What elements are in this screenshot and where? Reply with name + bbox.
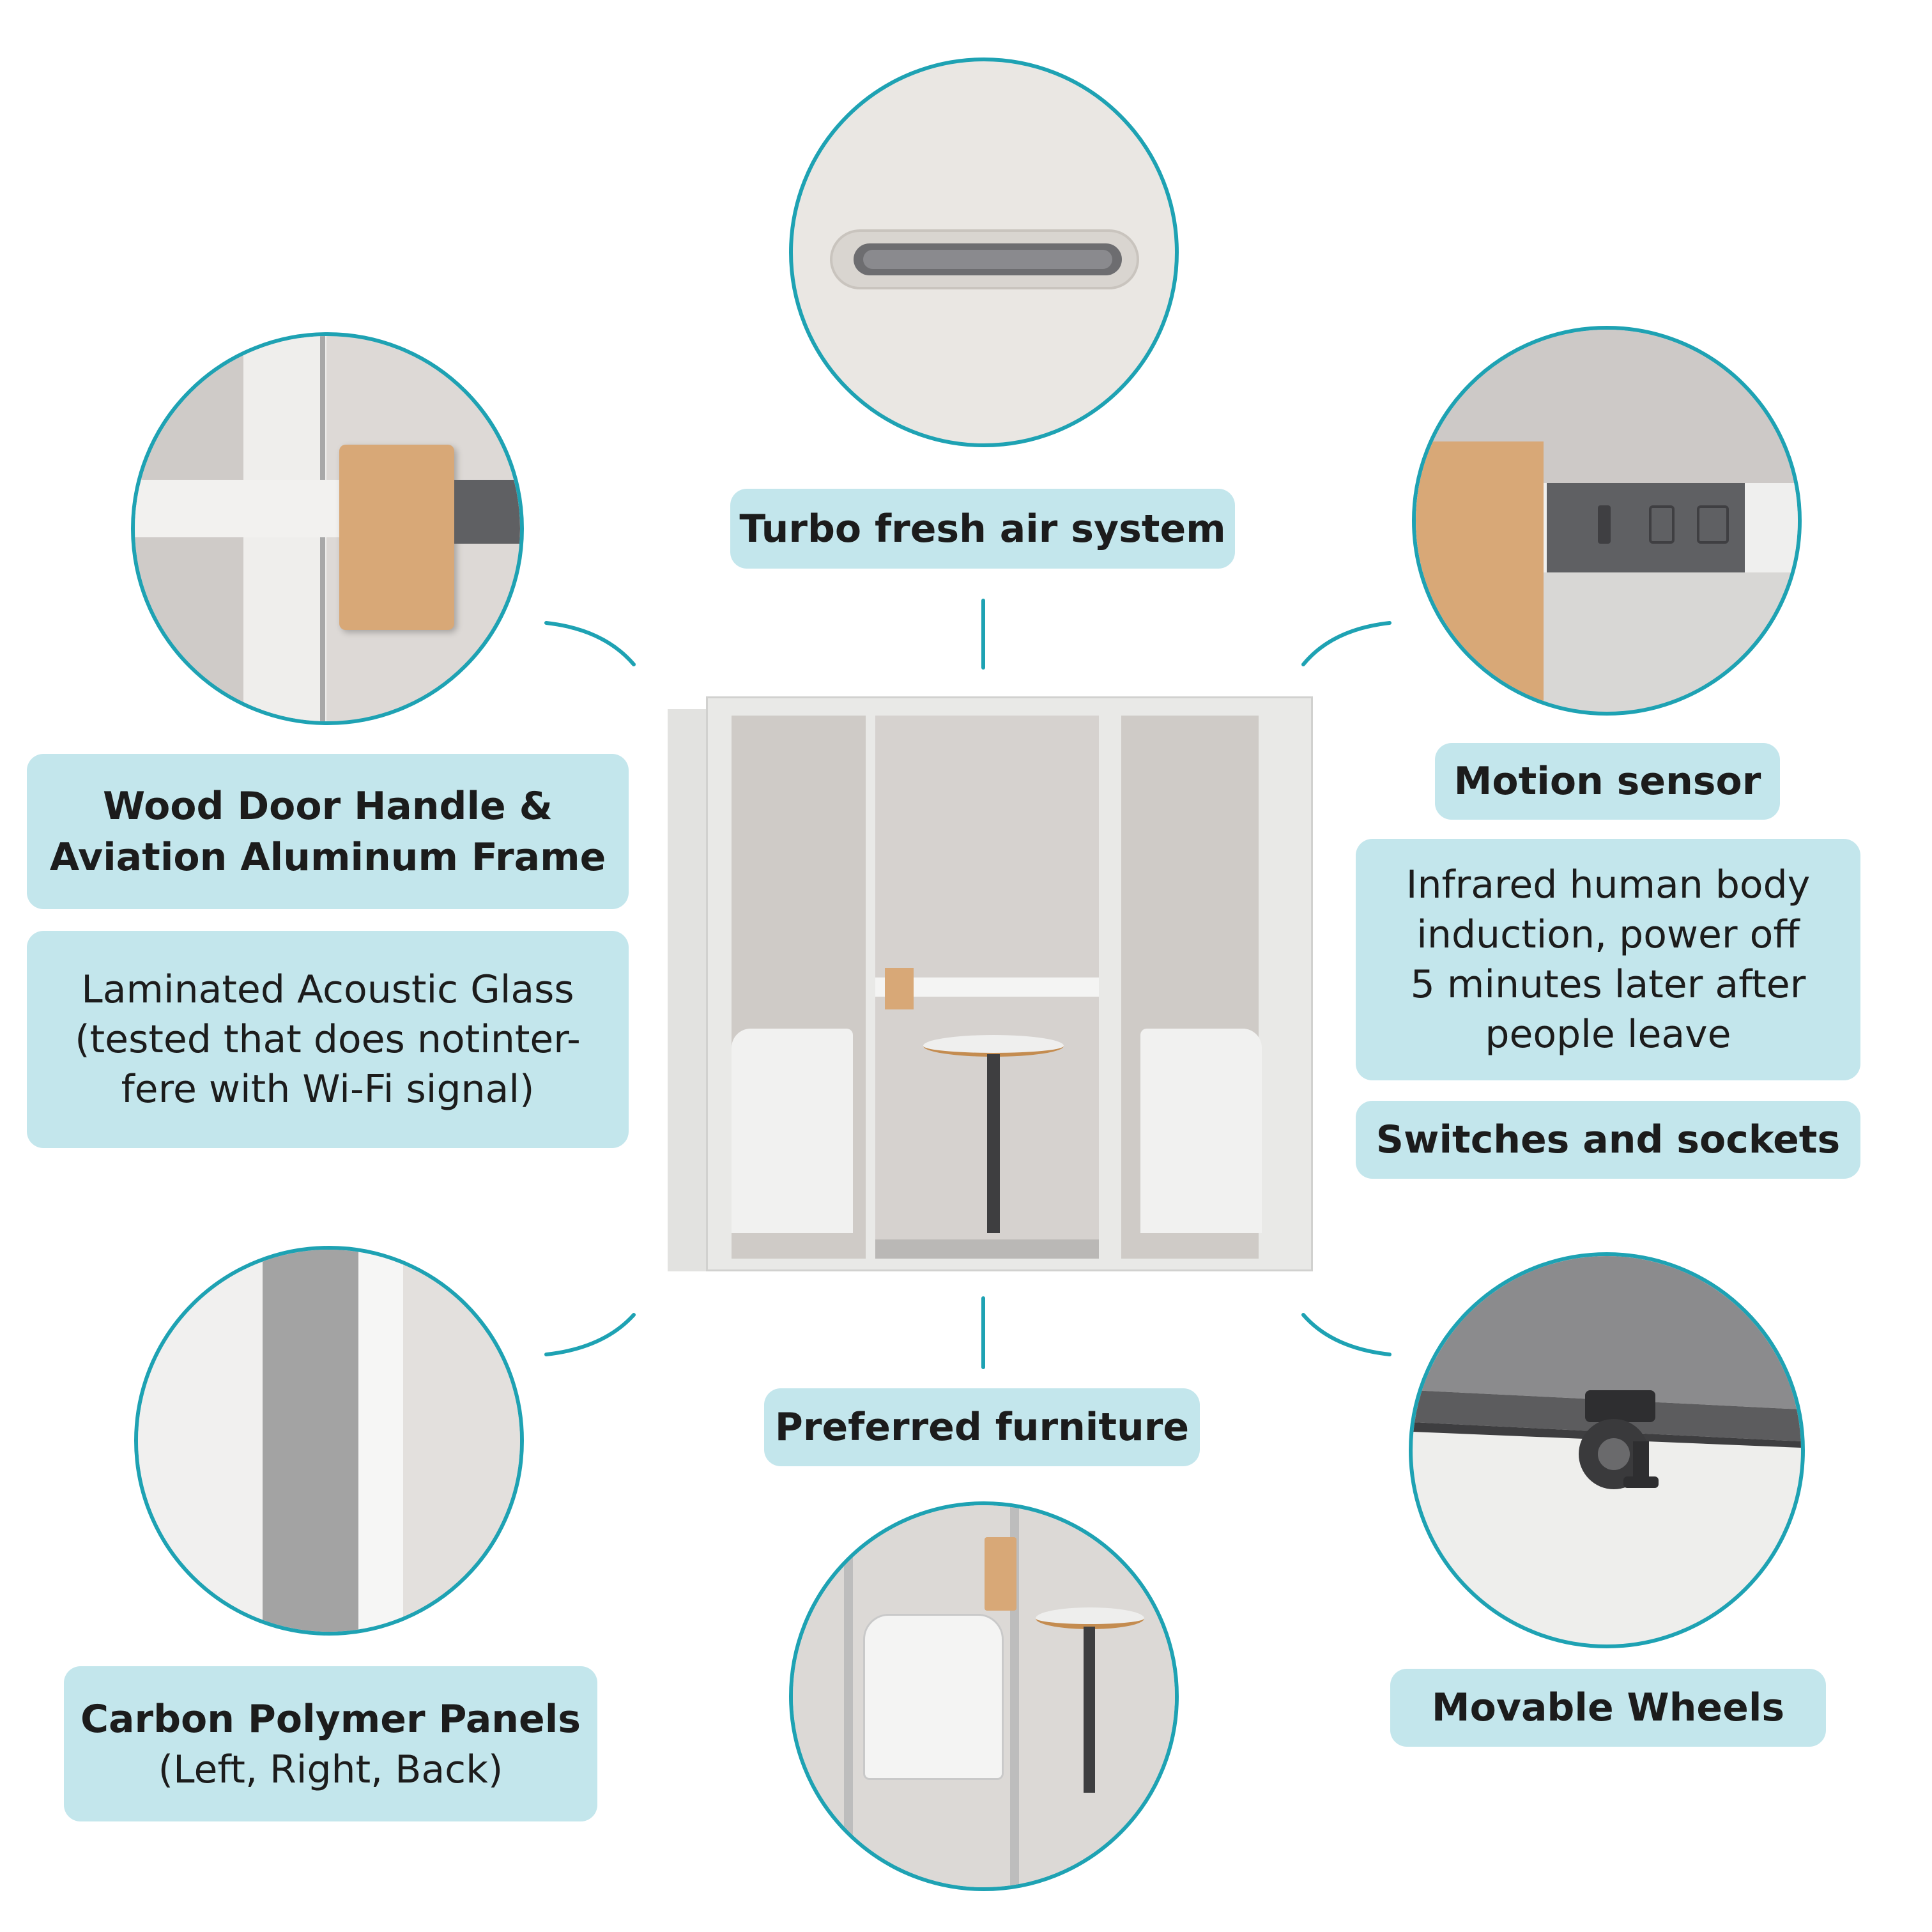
label-motion-sensor: Motion sensor [1435, 743, 1780, 820]
motion-desc-line3: 5 minutes later after [1410, 962, 1806, 1007]
right-chair-icon [1140, 1029, 1262, 1233]
motion-desc-line1: Infrared human body [1406, 862, 1811, 907]
label-wood-handle-line2: Aviation Aluminum Frame [49, 834, 606, 880]
air-vent-icon [830, 229, 1139, 289]
label-carbon-panels-title: Carbon Polymer Panels [80, 1696, 581, 1742]
connector-top-right [1301, 621, 1392, 666]
socket-strip-icon [1547, 483, 1745, 572]
connector-bottom-left [544, 1313, 636, 1356]
label-switches-sockets-text: Switches and sockets [1376, 1117, 1841, 1162]
office-pod-image [668, 690, 1313, 1284]
connector-top-left [544, 621, 636, 666]
wood-handle-icon [339, 445, 454, 630]
air-vent-detail-image [789, 57, 1179, 447]
label-carbon-panels-subtitle: (Left, Right, Back) [158, 1747, 503, 1792]
table-icon [1036, 1607, 1144, 1629]
label-movable-wheels: Movable Wheels [1390, 1669, 1826, 1747]
label-carbon-panels: Carbon Polymer Panels (Left, Right, Back… [64, 1666, 597, 1821]
label-wood-handle: Wood Door Handle & Aviation Aluminum Fra… [27, 754, 629, 909]
motion-desc-line2: induction, power off [1416, 912, 1800, 957]
label-turbo-fresh-air: Turbo fresh air system [730, 489, 1235, 569]
wood-handle-detail-image [131, 332, 524, 725]
door-handle-icon [885, 968, 914, 1009]
wheel-icon [1413, 1256, 1801, 1489]
label-wood-handle-line1: Wood Door Handle & [103, 783, 553, 829]
wood-handle-icon-small [985, 1537, 1016, 1611]
switches-detail-image [1412, 326, 1802, 716]
motion-desc-line4: people leave [1485, 1012, 1731, 1057]
label-preferred-furniture: Preferred furniture [764, 1388, 1200, 1466]
label-acoustic-glass-line3: fere with Wi-Fi signal) [121, 1067, 535, 1112]
furniture-detail-image [789, 1501, 1179, 1891]
left-chair-icon [732, 1029, 853, 1233]
panel-edge-icon [263, 1250, 358, 1632]
label-motion-description: Infrared human body induction, power off… [1356, 839, 1860, 1080]
label-acoustic-glass-line1: Laminated Acoustic Glass [81, 967, 574, 1012]
label-acoustic-glass: Laminated Acoustic Glass (tested that do… [27, 931, 629, 1148]
panel-detail-image [134, 1246, 524, 1636]
label-movable-wheels-text: Movable Wheels [1431, 1685, 1785, 1730]
label-preferred-furniture-text: Preferred furniture [774, 1405, 1190, 1450]
connector-bottom-right [1301, 1313, 1392, 1356]
label-acoustic-glass-line2: (tested that does notinter- [75, 1017, 581, 1062]
label-switches-sockets: Switches and sockets [1356, 1101, 1860, 1179]
label-turbo-fresh-air-text: Turbo fresh air system [739, 506, 1226, 551]
label-motion-sensor-text: Motion sensor [1453, 759, 1761, 804]
center-table-icon [923, 1035, 1064, 1057]
wood-panel-icon [1416, 441, 1544, 712]
armchair-icon [863, 1614, 1004, 1780]
wheels-detail-image [1409, 1252, 1805, 1648]
